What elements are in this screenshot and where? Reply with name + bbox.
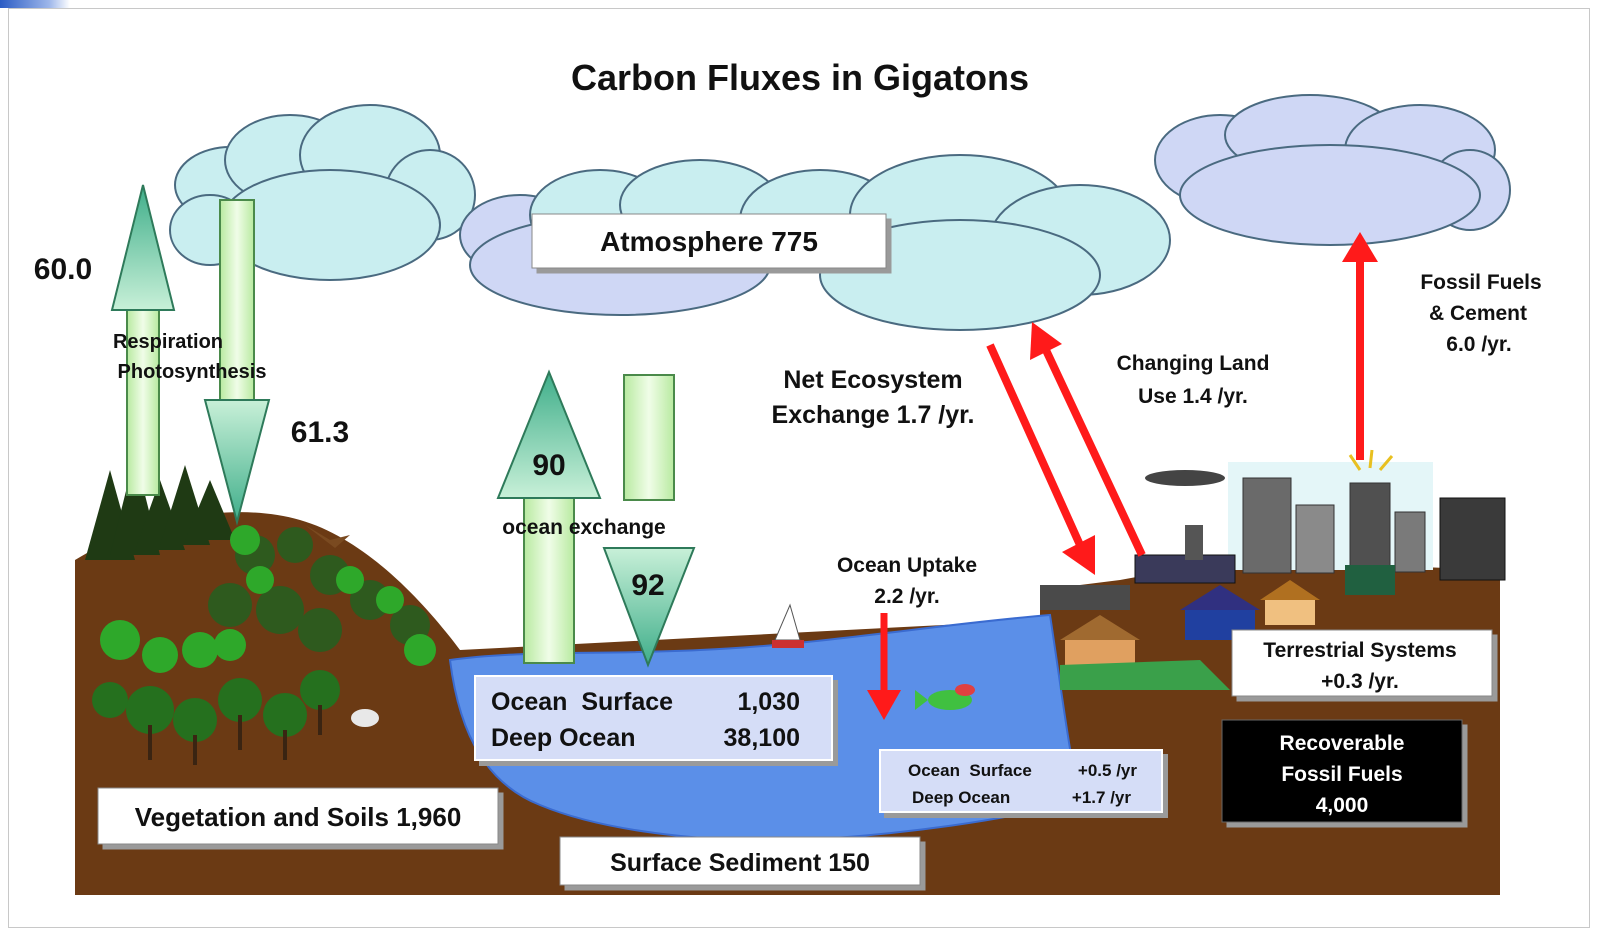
- ocean-uptake-line2: 2.2 /yr.: [874, 585, 939, 608]
- photosynthesis-value: 61.3: [291, 416, 349, 449]
- fish-icon: [915, 684, 975, 710]
- cloud-right: [1154, 94, 1511, 246]
- deep-ocean-label: Deep Ocean: [491, 724, 636, 752]
- ocean-down-value: 92: [631, 569, 664, 602]
- emission-spark-icon: [1348, 449, 1394, 471]
- respiration-arrow: [110, 184, 176, 496]
- fossil-fuels-line1: Recoverable: [1280, 732, 1405, 755]
- terrestrial-box: [1231, 629, 1493, 697]
- ocean-exchange-label: ocean exchange: [502, 516, 665, 539]
- terrestrial-line2: +0.3 /yr.: [1321, 670, 1399, 693]
- ocean-uptake-arrow: [867, 613, 901, 720]
- ocean-reservoir-box: [474, 675, 833, 761]
- ocean-up-arrow: [496, 369, 602, 664]
- vegetation-label: Vegetation and Soils 1,960: [135, 802, 462, 832]
- forest-trees: [85, 455, 436, 765]
- fossil-emission-line2: & Cement: [1429, 302, 1527, 325]
- fossil-fuels-line2: Fossil Fuels: [1281, 763, 1402, 786]
- atmosphere-label: Atmosphere 775: [600, 226, 818, 257]
- ocean-change-surface-label: Ocean Surface: [908, 761, 1032, 780]
- respiration-label: Respiration: [113, 331, 223, 353]
- city-landscape: [1040, 449, 1506, 690]
- deep-ocean-value: 38,100: [724, 724, 800, 752]
- ocean-surface-label: Ocean Surface: [491, 688, 673, 716]
- ocean-change-deep-label: Deep Ocean: [912, 788, 1010, 807]
- fossil-fuels-box: [1221, 719, 1463, 823]
- net-ecosystem-line2: Exchange 1.7 /yr.: [772, 401, 975, 429]
- respiration-value: 60.0: [34, 253, 92, 286]
- vegetation-box: [97, 787, 499, 845]
- land-use-line1: Changing Land: [1117, 352, 1270, 375]
- land-use-arrow: [1030, 322, 1146, 557]
- sediment-label: Surface Sediment 150: [610, 849, 870, 877]
- ocean-change-deep-value: +1.7 /yr: [1072, 788, 1131, 807]
- ocean-down-arrow: [602, 374, 696, 668]
- terrestrial-line1: Terrestrial Systems: [1263, 639, 1456, 662]
- net-ecosystem-arrow: [986, 343, 1095, 575]
- fossil-emission-line3: 6.0 /yr.: [1446, 333, 1511, 356]
- land-use-line2: Use 1.4 /yr.: [1138, 385, 1248, 408]
- ocean-change-surface-value: +0.5 /yr: [1078, 761, 1137, 780]
- sediment-box: [559, 836, 921, 886]
- cloud-left: [169, 104, 476, 281]
- ocean-surface-value: 1,030: [737, 688, 800, 716]
- ocean-change-box: [879, 749, 1163, 813]
- fossil-emission-line1: Fossil Fuels: [1420, 271, 1541, 294]
- atmosphere-box: [531, 213, 887, 269]
- ocean-uptake-line1: Ocean Uptake: [837, 554, 977, 577]
- fossil-fuels-line3: 4,000: [1316, 794, 1369, 817]
- net-ecosystem-line1: Net Ecosystem: [783, 366, 962, 394]
- photosynthesis-label: Photosynthesis: [118, 361, 267, 383]
- corner-accent: [0, 0, 70, 8]
- bird-icon: [305, 525, 350, 548]
- airplane-icon: [1145, 470, 1225, 486]
- fossil-emission-arrow: [1342, 232, 1378, 460]
- ocean-up-value: 90: [532, 449, 565, 482]
- photosynthesis-arrow: [203, 199, 271, 526]
- sailboat-icon: [772, 603, 804, 648]
- sheep-icon: [351, 709, 379, 727]
- diagram-title: Carbon Fluxes in Gigatons: [571, 57, 1029, 98]
